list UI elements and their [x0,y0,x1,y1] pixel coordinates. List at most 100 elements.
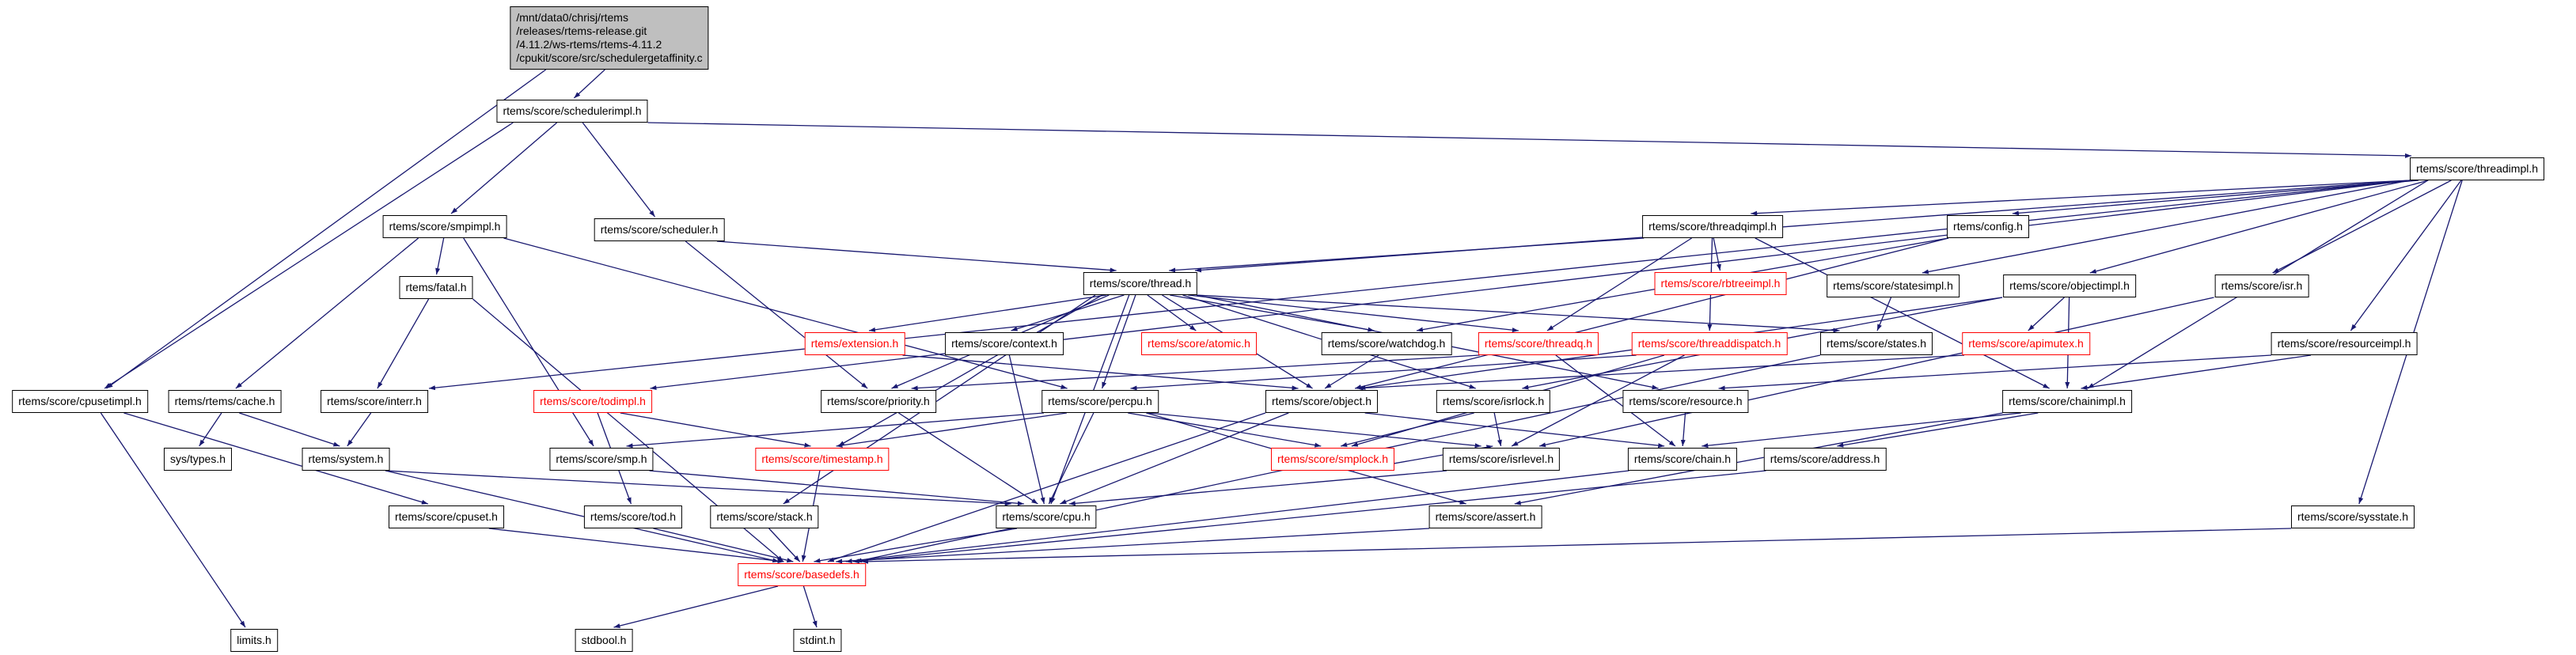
graph-node-threadqimpl[interactable]: rtems/score/threadqimpl.h [1642,215,1783,238]
include-edge-object-chain [1364,412,1665,449]
graph-node-smp[interactable]: rtems/score/smp.h [549,448,654,471]
graph-node-chain[interactable]: rtems/score/chain.h [1627,448,1738,471]
include-edge-smpimpl-cache [235,237,419,389]
graph-node-isrlevel[interactable]: rtems/score/isrlevel.h [1442,448,1561,471]
include-edge-schedulerimpl-smpimpl [450,122,558,214]
include-edge-thread-timestamp [837,294,1103,447]
graph-node-basedefs[interactable]: rtems/score/basedefs.h [738,563,866,586]
include-edge-threadimpl-config [2012,180,2419,216]
graph-node-rbtreeimpl[interactable]: rtems/score/rbtreeimpl.h [1654,272,1787,295]
graph-node-timestamp[interactable]: rtems/score/timestamp.h [755,448,890,471]
include-edge-threadqimpl-threadq [1546,237,1692,331]
include-edge-tod-basedefs [653,528,794,563]
include-edge-smpimpl-percpu [503,237,1068,389]
graph-node-todimpl[interactable]: rtems/score/todimpl.h [533,390,652,413]
include-edge-isr-isrlevel [1538,297,2214,448]
include-edge-chainimpl-address [1837,412,2039,448]
include-edge-schedulerimpl-cpusetimpl [104,122,514,389]
include-edge-percpu-smp [626,412,1045,449]
graph-node-cpuset[interactable]: rtems/score/cpuset.h [389,505,504,528]
include-edge-threadq-chain [1555,354,1676,447]
include-edge-system-cpu [385,470,1011,506]
include-edge-objectimpl-apimutex [2028,297,2065,331]
graph-node-assert[interactable]: rtems/score/assert.h [1428,505,1542,528]
graph-node-stdbool[interactable]: stdbool.h [575,629,633,652]
graph-node-priority[interactable]: rtems/score/priority.h [821,390,936,413]
include-edge-threadimpl-todimpl [650,180,2411,391]
include-edge-scheduler-thread [716,240,1117,273]
include-edge-extension-object [902,354,1299,391]
graph-node-apimutex[interactable]: rtems/score/apimutex.h [1962,332,2090,355]
graph-node-threadimpl[interactable]: rtems/score/threadimpl.h [2409,157,2545,180]
include-edge-isrlevel-cpu [1068,470,1447,506]
graph-node-cache[interactable]: rtems/rtems/cache.h [168,390,282,413]
include-edge-resourceimpl-chainimpl [2081,354,2312,390]
graph-node-thread[interactable]: rtems/score/thread.h [1083,272,1198,295]
include-edge-cpusetimpl-cpuset [123,412,429,505]
graph-node-statesimpl[interactable]: rtems/score/statesimpl.h [1827,274,1960,297]
graph-node-atomic[interactable]: rtems/score/atomic.h [1141,332,1257,355]
include-edge-threadimpl-resourceimpl [2350,180,2462,331]
graph-node-fatal[interactable]: rtems/fatal.h [399,276,473,299]
graph-node-scheduler[interactable]: rtems/score/scheduler.h [594,218,725,241]
include-edge-smpimpl-fatal [435,237,445,275]
graph-node-watchdog[interactable]: rtems/score/watchdog.h [1321,332,1452,355]
include-edge-chain-basedefs [845,470,1629,564]
graph-node-config[interactable]: rtems/config.h [1947,215,2029,238]
graph-node-resource[interactable]: rtems/score/resource.h [1622,390,1749,413]
graph-node-tod[interactable]: rtems/score/tod.h [583,505,683,528]
include-edge-apimutex-object [1356,354,1965,391]
graph-node-smplock[interactable]: rtems/score/smplock.h [1270,448,1395,471]
graph-node-isrlock[interactable]: rtems/score/isrlock.h [1436,390,1551,413]
graph-node-isr[interactable]: rtems/score/isr.h [2214,274,2309,297]
include-edge-resourceimpl-resource [1718,354,2272,391]
include-edge-cpu-basedefs [814,528,1018,563]
graph-node-objectimpl[interactable]: rtems/score/objectimpl.h [2003,274,2136,297]
include-edge-thread-extension [868,294,1106,332]
graph-node-sysstate[interactable]: rtems/score/sysstate.h [2290,505,2415,528]
include-edge-threadimpl-interr [428,180,2411,391]
include-edge-isrlock-isrlevel [1493,412,1502,447]
graph-node-address[interactable]: rtems/score/address.h [1763,448,1887,471]
graph-node-schedulerimpl[interactable]: rtems/score/schedulerimpl.h [496,100,648,123]
graph-node-cpu[interactable]: rtems/score/cpu.h [996,505,1097,528]
graph-node-extension[interactable]: rtems/extension.h [804,332,905,355]
graph-node-systypes[interactable]: sys/types.h [163,448,233,471]
graph-node-chainimpl[interactable]: rtems/score/chainimpl.h [2002,390,2132,413]
include-edge-thread-threadq [1188,294,1519,333]
graph-node-source-file: /mnt/data0/chrisj/rtems/releases/rtems-r… [510,6,709,70]
include-edge-priority-cpu [898,412,1038,505]
include-edge-fatal-interr [377,298,430,389]
graph-node-smpimpl[interactable]: rtems/score/smpimpl.h [382,215,507,238]
include-edge-threadimpl-statesimpl [1922,180,2411,274]
include-edge-todimpl-timestamp [620,412,811,448]
graph-node-resourceimpl[interactable]: rtems/score/resourceimpl.h [2271,332,2418,355]
include-edge-threadimpl-threadqimpl [1751,180,2411,216]
graph-node-threaddispatch[interactable]: rtems/score/threaddispatch.h [1631,332,1788,355]
include-edge-chainimpl-assert [1514,412,2003,505]
include-edge-threadq-priority [911,354,1480,391]
include-edge-threadqimpl-rbtreeimpl [1713,237,1721,271]
graph-node-limits[interactable]: limits.h [230,629,278,652]
graph-node-states[interactable]: rtems/score/states.h [1819,332,1933,355]
include-edge-src-cpusetimpl [106,69,547,389]
include-edge-context-cpu [1008,354,1045,505]
graph-node-context[interactable]: rtems/score/context.h [945,332,1064,355]
include-edge-object-basedefs [827,412,1266,562]
graph-node-interr[interactable]: rtems/score/interr.h [321,390,428,413]
include-edge-percpu-isrlevel [1148,412,1481,449]
include-edge-object-cpu [1060,412,1289,505]
graph-node-system[interactable]: rtems/system.h [302,448,390,471]
graph-node-object[interactable]: rtems/score/object.h [1265,390,1379,413]
include-edge-basedefs-stdbool [613,585,779,628]
graph-node-stdint[interactable]: stdint.h [793,629,842,652]
include-edge-isrlock-smplock [1340,412,1474,447]
graph-node-percpu[interactable]: rtems/score/percpu.h [1041,390,1159,413]
graph-node-stack[interactable]: rtems/score/stack.h [710,505,819,528]
include-edge-threaddispatch-isrlevel [1511,354,1685,447]
include-edge-src-schedulerimpl [573,69,605,99]
graph-node-threadq[interactable]: rtems/score/threadq.h [1478,332,1599,355]
graph-node-cpusetimpl[interactable]: rtems/score/cpusetimpl.h [12,390,148,413]
include-edge-basedefs-stdint [802,585,818,628]
include-edge-percpu-cpu [1048,412,1095,505]
